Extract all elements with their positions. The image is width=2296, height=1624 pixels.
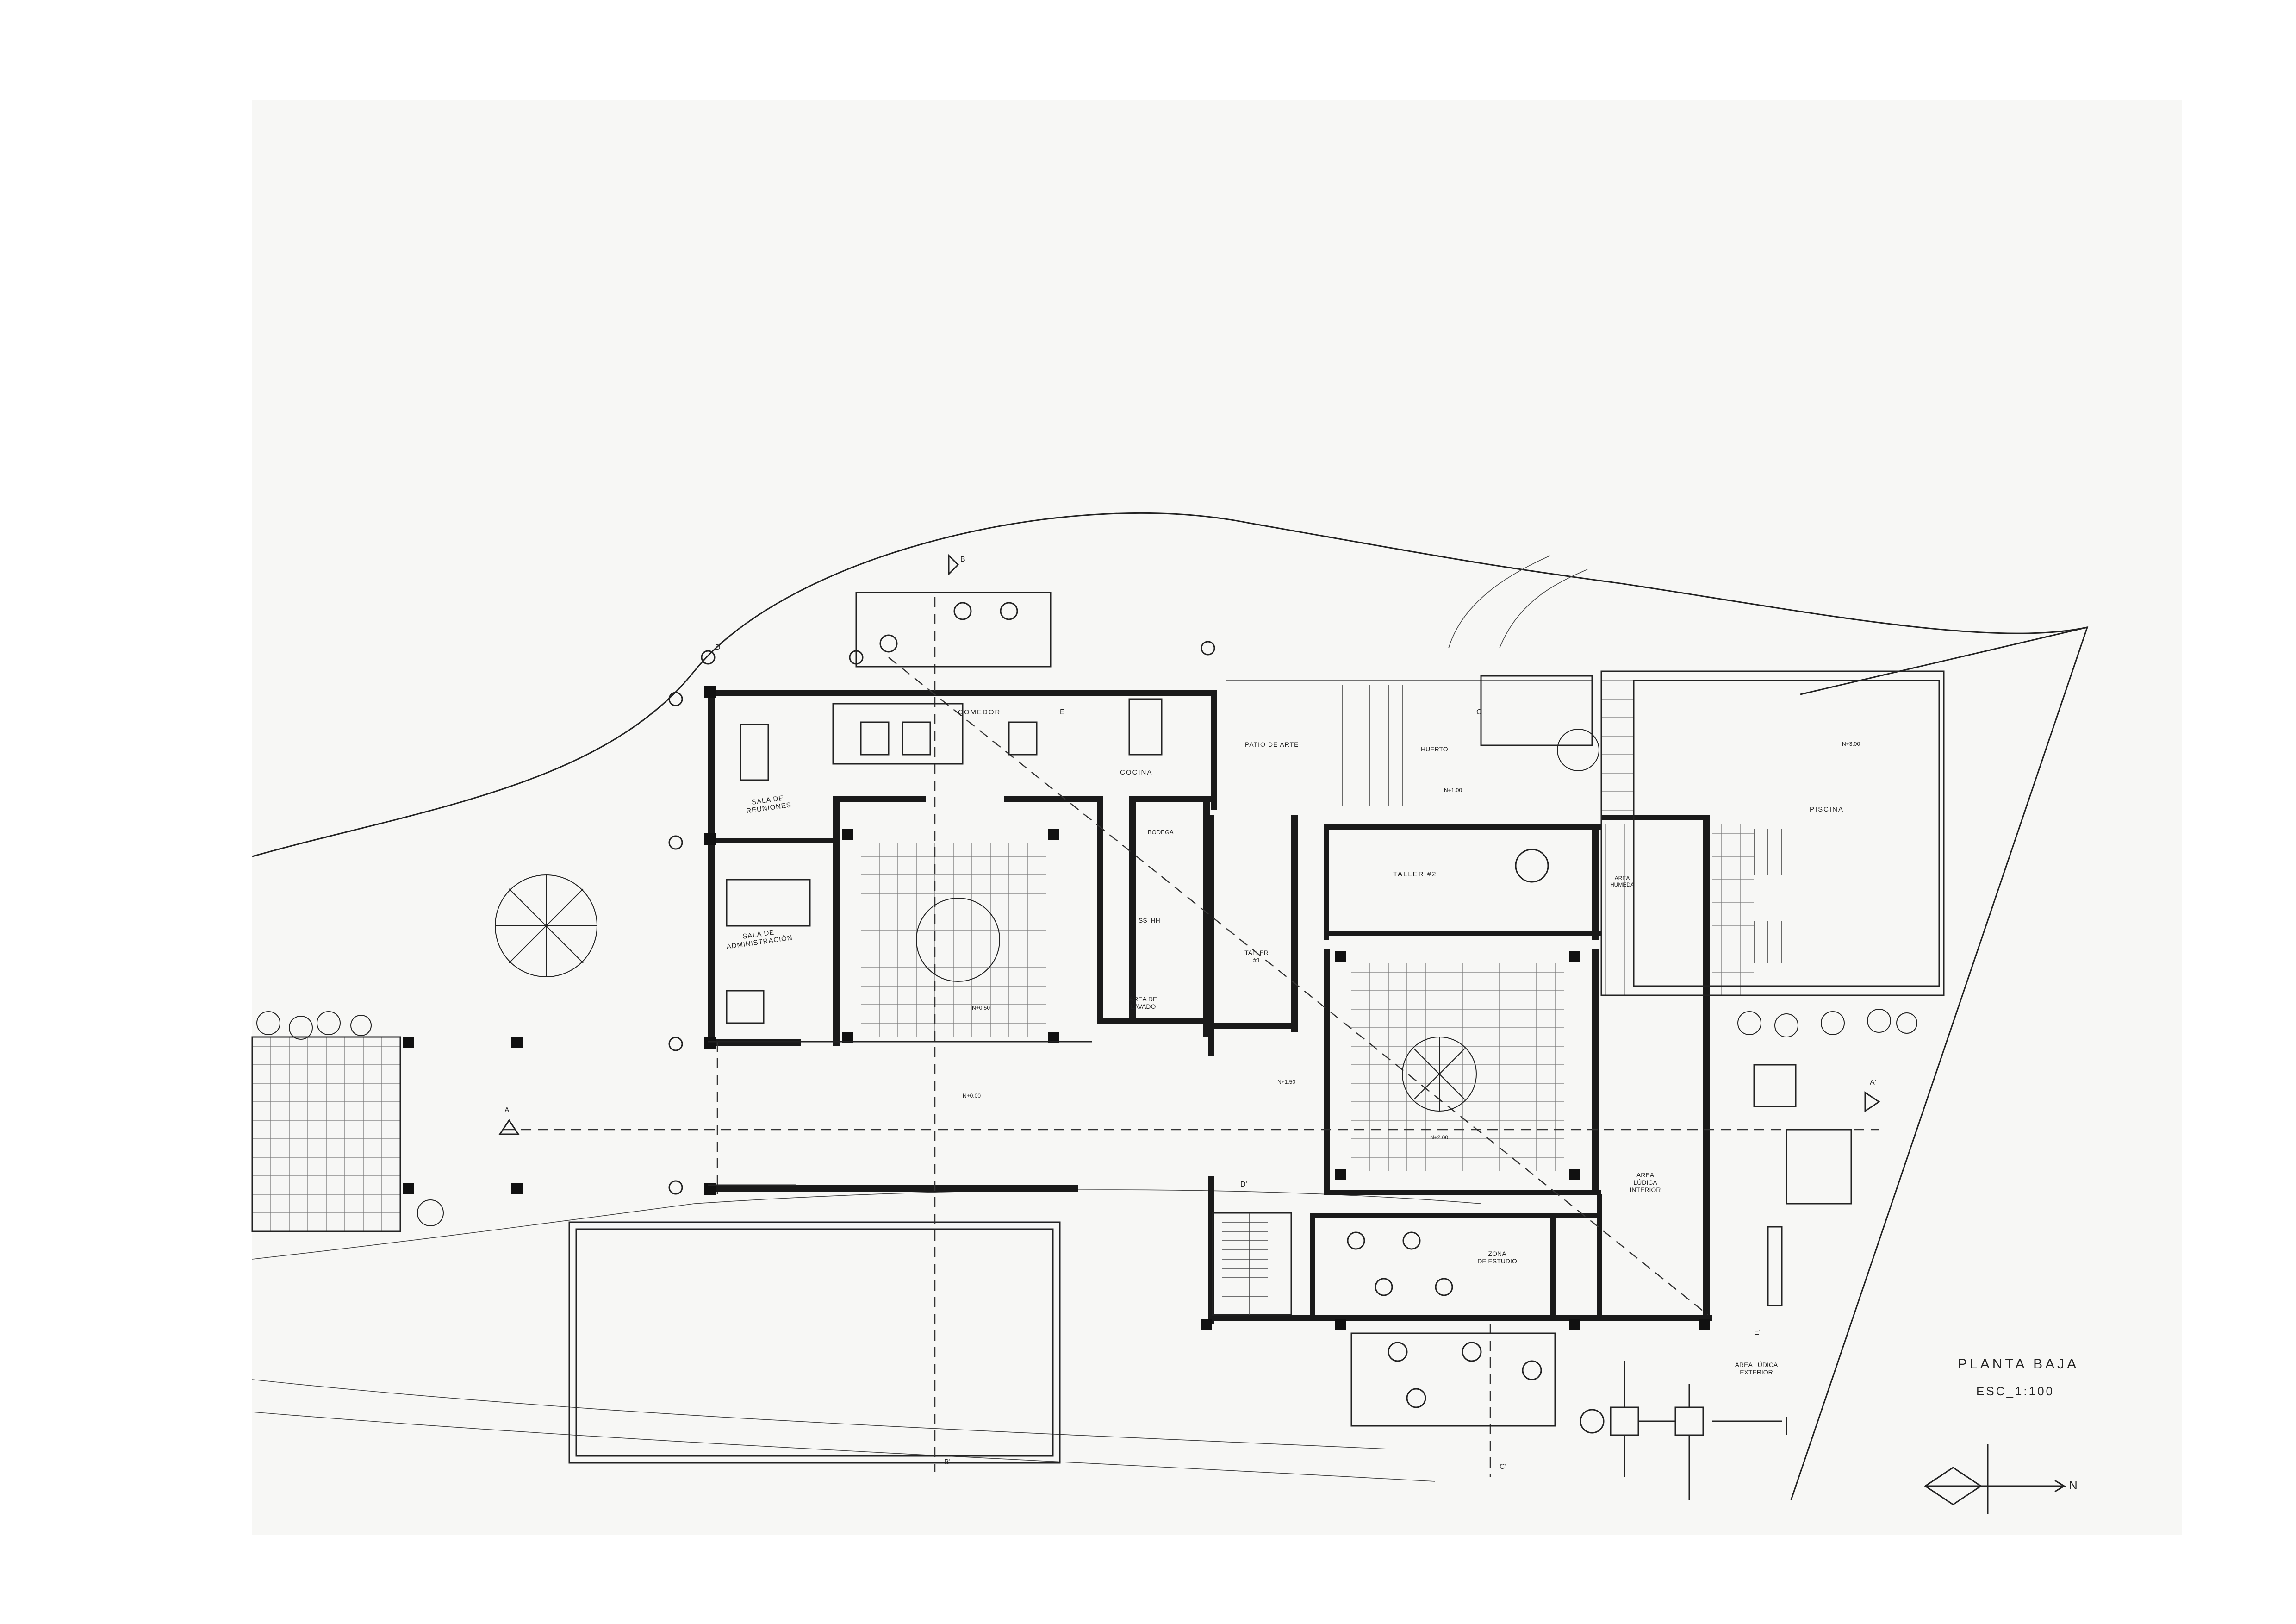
section-lines <box>504 597 1879 1477</box>
playground <box>1580 1064 1852 1500</box>
grid-axes <box>498 554 1880 1195</box>
furniture <box>726 592 1593 1427</box>
patio-grids <box>251 680 1754 1232</box>
staircase <box>1212 829 1782 1316</box>
building-walls <box>708 690 1712 1324</box>
structural-columns <box>403 686 1710 1330</box>
pool-and-court <box>568 670 1945 1464</box>
north-arrow <box>1924 1444 2067 1514</box>
trees <box>256 729 1917 1226</box>
site-boundary <box>252 512 2089 1500</box>
